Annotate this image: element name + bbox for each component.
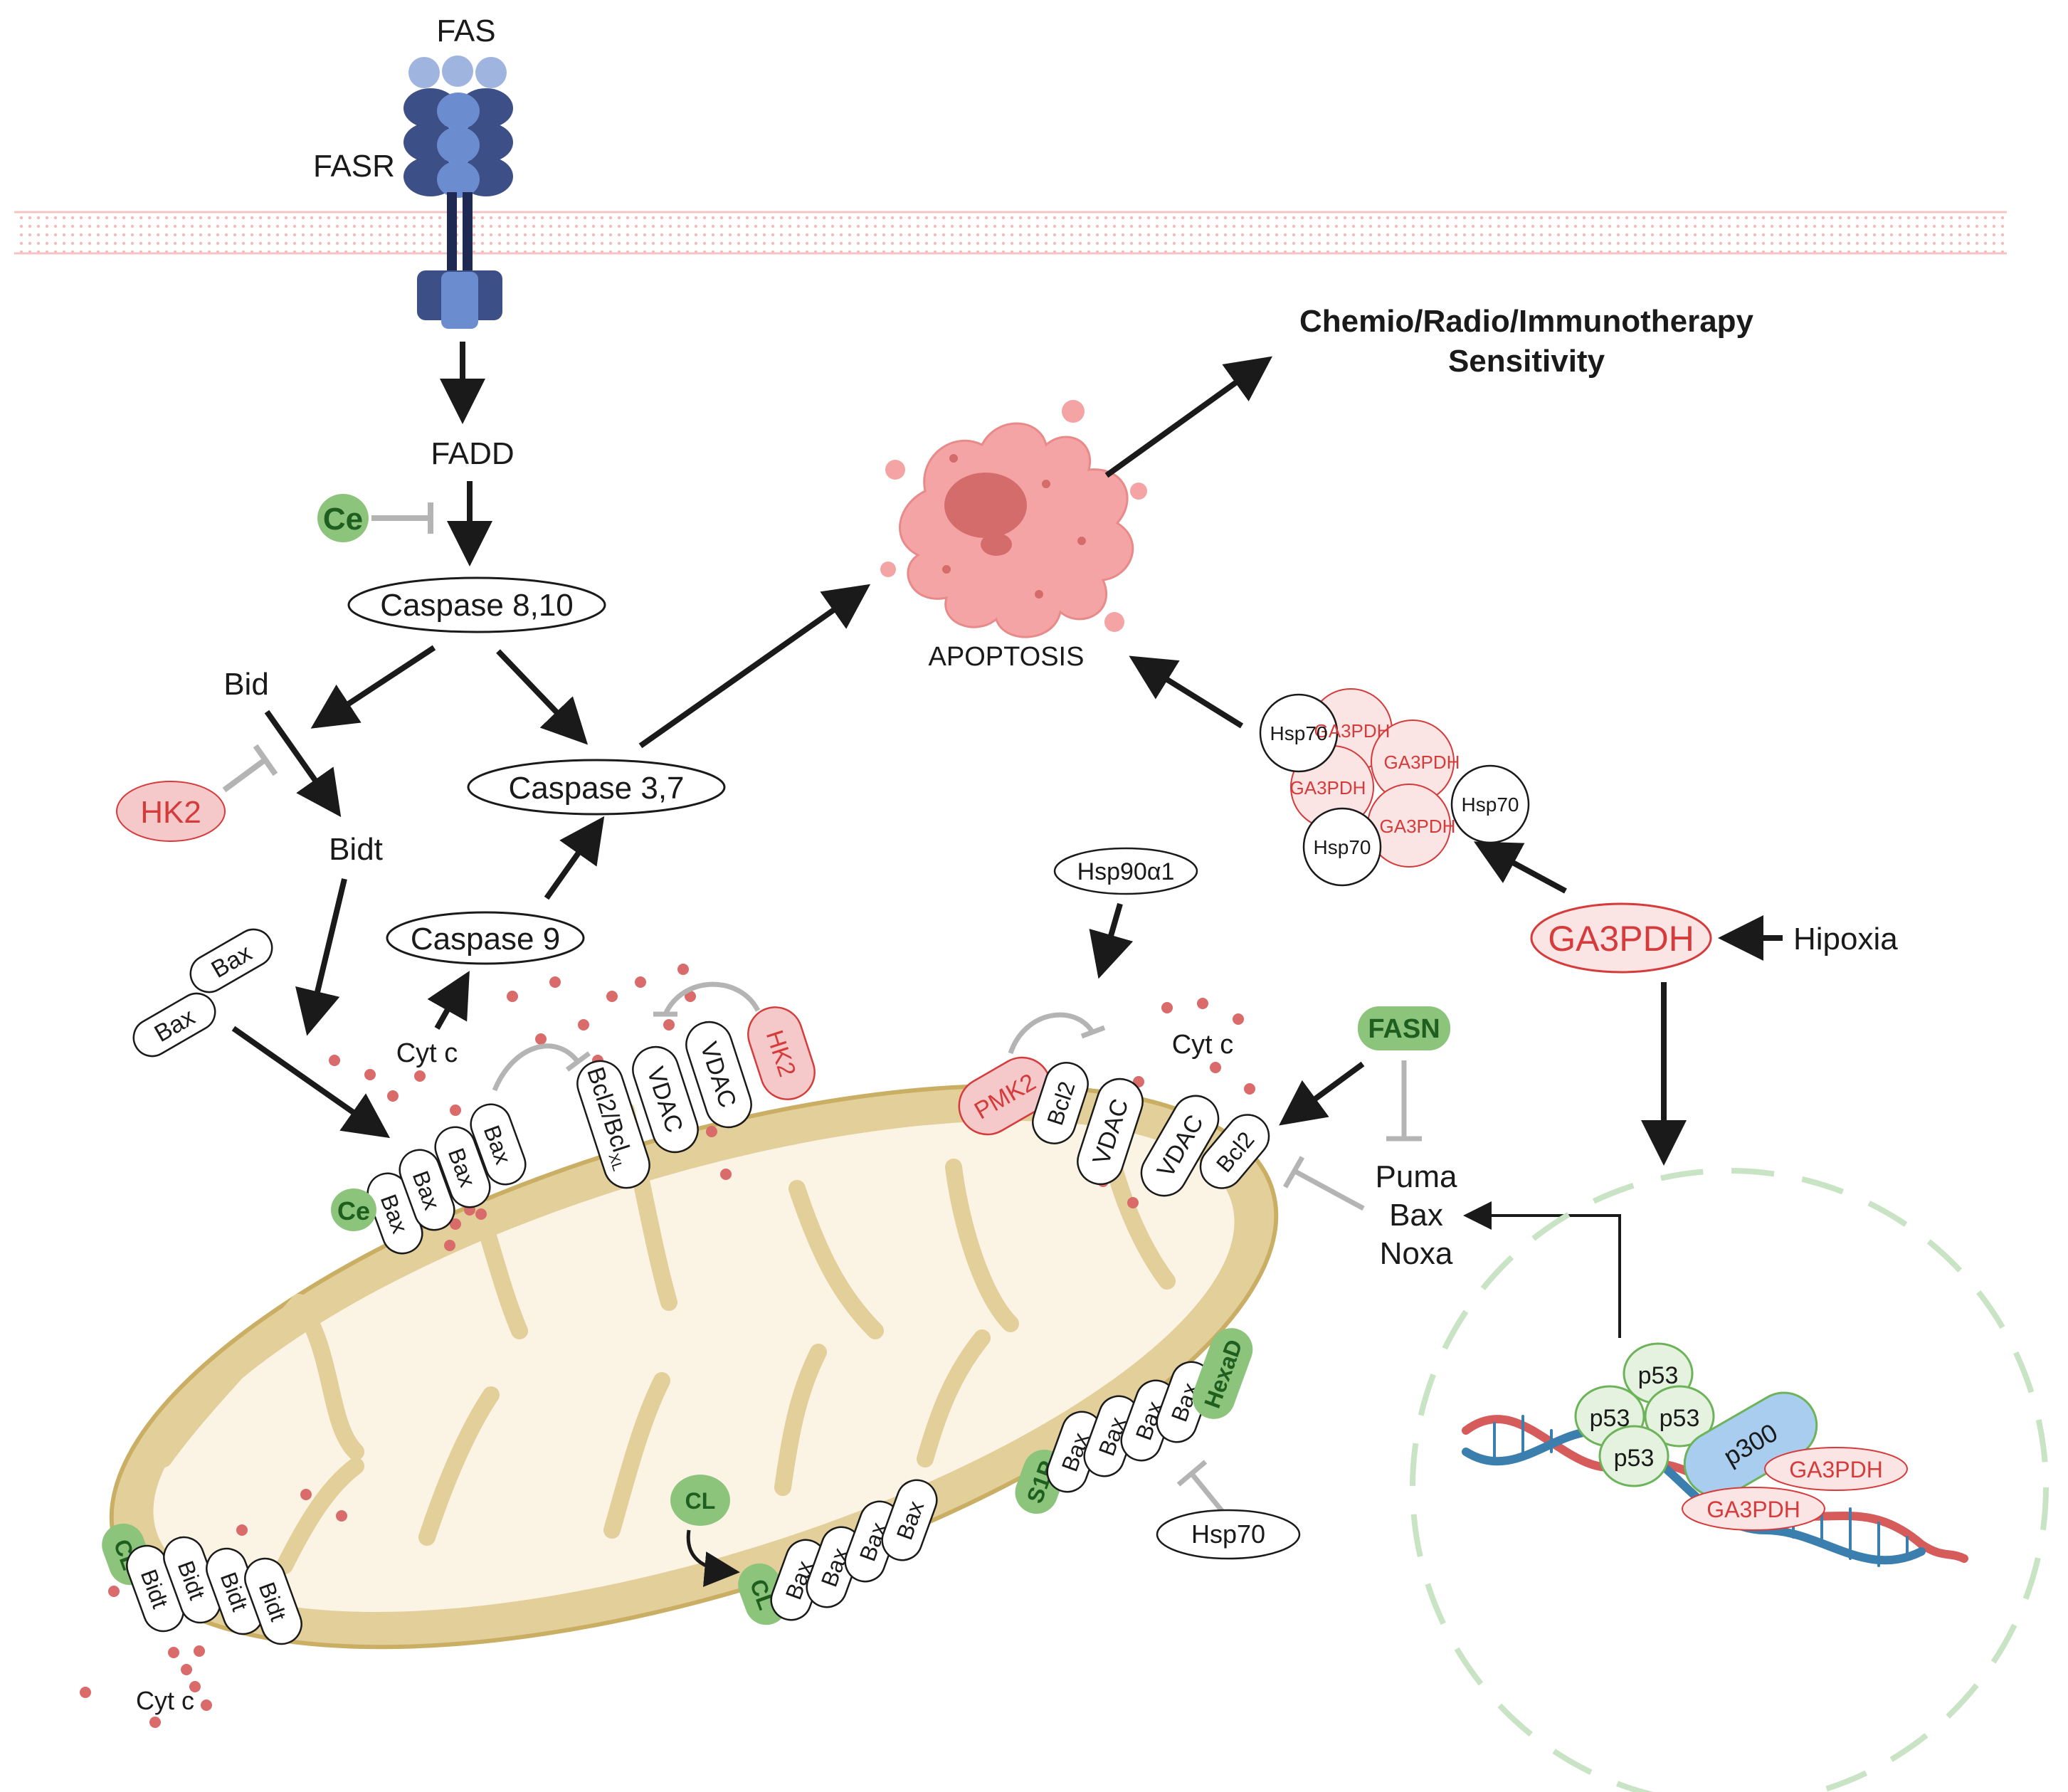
cluster-ga3pdh-1: GA3PDH [1314,720,1391,742]
caspase-9-node: Caspase 9 [386,911,585,965]
cluster-hsp70-1: Hsp70 [1270,722,1328,744]
fasr-label: FASR [313,149,395,184]
p300-node: p300 [1683,1391,1818,1498]
ga3pdh-label: GA3PDH [1548,919,1694,959]
mitochondrion [109,1083,1279,1650]
hipoxia-label: Hipoxia [1793,922,1898,956]
fasn-node: FASN [1358,1006,1450,1050]
ce-inhibitor-top: Ce [317,494,433,542]
bidt-label: Bidt [329,832,383,867]
arrow-bidt-to-mitochondrion [295,878,347,1036]
ce-label-top: Ce [323,502,363,537]
free-bax-1: Bax [189,928,273,993]
hsp90-node: Hsp90α1 [1053,847,1198,895]
hk2-on-vdac: HK2 [747,1006,816,1100]
vdac-channel-2: VDAC [685,1021,752,1129]
caspase-9-label: Caspase 9 [411,922,560,956]
ga3pdh-nuclear-label-2: GA3PDH [1706,1497,1800,1522]
arrow-caspase8-to-bid [310,645,436,729]
cyt-c-bottom-label: Cyt c [136,1686,194,1715]
bcl2-channel-1: Bcl2 [1032,1062,1089,1144]
arrow-caspase9-to-caspase3 [544,816,605,900]
fasn-label: FASN [1368,1014,1440,1044]
bax-pore-bottom: Bax Bax Bax Bax [770,1479,938,1621]
caspase-8-10-node: Caspase 8,10 [347,576,606,633]
therapy-title-line1: Chemio/Radio/Immunotherapy [1299,304,1754,339]
therapy-title-line2: Sensitivity [1448,344,1605,379]
bax-pore-top: Bax Bax Bax Bax [366,1103,527,1255]
apoptosis-label: APOPTOSIS [929,642,1085,672]
cl-label-inner: CL [685,1488,716,1514]
arrow-cytc-to-caspase9 [427,971,470,1030]
ce-label-mito: Ce [337,1196,370,1226]
inhibit-pmk2-bcl2-arc [1008,1012,1094,1055]
fadd-label: FADD [431,436,514,471]
arrow-bid-to-bidt [264,710,342,818]
inhibit-bar-bcl2-right [1080,1025,1106,1039]
noxa-label: Noxa [1380,1236,1453,1271]
arrow-cluster-to-apoptosis [1129,655,1244,729]
ce-on-mitochondrion: Ce [331,1188,376,1231]
nucleus-envelope [1410,1168,2049,1792]
cell-membrane [14,211,2007,255]
ga3pdh-nuclear-label-1: GA3PDH [1789,1457,1883,1482]
fas-label: FAS [436,14,495,48]
inhibit-bar-bcl2-puma [1282,1156,1305,1188]
bid-label: Bid [223,667,269,702]
bidt-pore: Bidt Bidt Bidt Bidt [126,1536,302,1645]
caspase-3-7-node: Caspase 3,7 [467,759,726,816]
cluster-ga3pdh-4: GA3PDH [1380,816,1456,837]
p53-label-4: p53 [1614,1445,1655,1472]
arrow-caspase3-to-apoptosis [638,584,871,749]
inhibit-bar-bax-right [1176,1460,1208,1487]
free-bax-2: Bax [132,992,216,1058]
caspase-8-10-label: Caspase 8,10 [380,588,574,623]
arrow-hsp90-to-pmk2 [1089,902,1134,979]
ga3pdh-nuclear-2: GA3PDH [1682,1487,1825,1531]
cl-node-inner: CL [670,1475,730,1526]
cluster-ga3pdh-2: GA3PDH [1384,752,1460,773]
arrow-fasn-to-bcl2 [1279,1061,1365,1126]
caspase-3-7-label: Caspase 3,7 [508,771,684,806]
p53-tetramer [1574,1342,1715,1487]
vdac-channel-1: VDAC [632,1045,699,1154]
cluster-hsp70-2: Hsp70 [1462,794,1519,816]
cyt-c-right-label: Cyt c [1172,1030,1234,1060]
hsp70-ga3pdh-cluster [1259,688,1530,887]
arrow-p53-to-puma [1463,1201,1621,1338]
p53-label-2: p53 [1590,1405,1630,1432]
arrow-cl-translocation [686,1529,740,1587]
arrow-ga3pdh-to-cluster [1473,841,1567,894]
hsp90-label: Hsp90α1 [1077,858,1175,885]
fas-receptor [403,56,513,329]
ga3pdh-node: GA3PDH [1530,902,1712,974]
cluster-ga3pdh-3: GA3PDH [1290,777,1366,799]
ga3pdh-nuclear-1: GA3PDH [1764,1447,1908,1491]
pmk2-node: PMK2 [958,1056,1052,1136]
p53-label-3: p53 [1660,1405,1700,1432]
bax-pore-right: Bax Bax Bax Bax [1046,1361,1213,1493]
hsp70-bottom-label: Hsp70 [1191,1519,1265,1549]
inhibit-hk2-vdac-arc [663,981,761,1016]
hk2-inhibitor-left: HK2 [116,744,278,842]
bax-gene-label: Bax [1389,1198,1443,1233]
inhibit-bax-bcl2-arc [492,1043,580,1092]
hsp70-bottom-node: Hsp70 [1156,1509,1301,1560]
arrow-bax-to-mitochondrion [231,1026,391,1139]
apoptotic-cell-icon [880,400,1147,638]
inhibit-bar-bcl2 [565,1051,591,1072]
arrow-caspase8-to-caspase3 [496,649,589,745]
inhibit-hsp70-to-bax [1189,1471,1225,1514]
cyt-c-left-label: Cyt c [396,1038,458,1068]
hk2-label-left: HK2 [140,795,201,830]
arrow-apoptosis-to-therapy [1104,356,1272,478]
p53-label-1: p53 [1638,1362,1679,1389]
inhibit-puma-to-bcl2 [1294,1169,1365,1211]
puma-label: Puma [1376,1159,1457,1194]
cluster-hsp70-3: Hsp70 [1314,836,1371,858]
vdac-channel-3: VDAC [1077,1077,1144,1186]
